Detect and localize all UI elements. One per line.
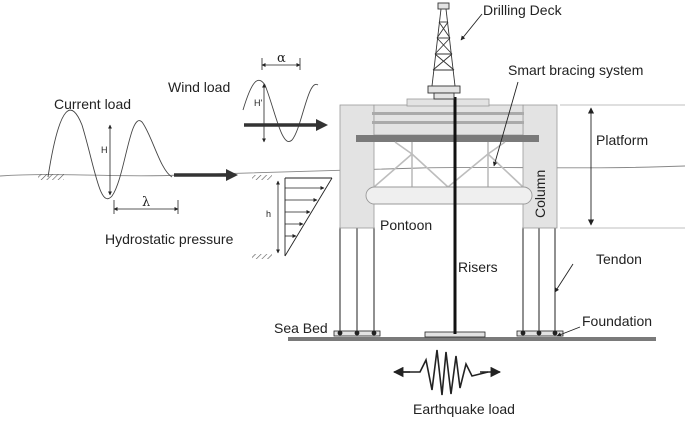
risers-label: Risers bbox=[458, 259, 498, 275]
derrick bbox=[427, 2, 461, 100]
tendon-label: Tendon bbox=[596, 251, 642, 267]
pontoon-label: Pontoon bbox=[380, 217, 432, 233]
current-wave bbox=[38, 109, 238, 214]
hydrostatic-diagram bbox=[252, 175, 333, 259]
pontoon bbox=[365, 186, 533, 205]
column-right bbox=[522, 104, 558, 229]
leader-lines bbox=[460, 13, 581, 337]
earthquake-load-label: Earthquake load bbox=[413, 401, 515, 417]
wave-height-symbol: H bbox=[101, 145, 108, 155]
foundation-left-anchors bbox=[337, 330, 377, 336]
wind-wave bbox=[242, 58, 328, 143]
wavelength-symbol: λ bbox=[142, 195, 150, 210]
bracing-truss bbox=[373, 141, 524, 188]
h-prime-symbol: H' bbox=[254, 98, 262, 108]
smart-bracing-label: Smart bracing system bbox=[508, 62, 643, 78]
drilling-deck-label: Drilling Deck bbox=[483, 2, 563, 18]
current-load-label: Current load bbox=[54, 96, 131, 112]
platform-dimension bbox=[560, 104, 685, 229]
foundation-right-anchors bbox=[520, 330, 558, 336]
wind-load-label: Wind load bbox=[168, 79, 230, 95]
depth-symbol: h bbox=[266, 209, 271, 219]
earthquake-symbol bbox=[392, 349, 502, 396]
bracing-bar bbox=[356, 135, 539, 142]
sea-bed-label: Sea Bed bbox=[274, 320, 328, 336]
column-left bbox=[339, 104, 375, 229]
foundation-label: Foundation bbox=[582, 313, 652, 329]
deck-band-1 bbox=[372, 112, 524, 115]
sea-bed-line bbox=[288, 337, 656, 341]
deck-top bbox=[406, 98, 490, 107]
tendon-right bbox=[522, 227, 556, 333]
tendon-left bbox=[339, 227, 375, 333]
alpha-symbol: α bbox=[277, 51, 286, 66]
column-label: Column bbox=[532, 170, 548, 218]
deck-band-2 bbox=[372, 121, 524, 124]
deck bbox=[373, 104, 524, 136]
hydrostatic-label: Hydrostatic pressure bbox=[105, 231, 234, 247]
platform-label: Platform bbox=[596, 132, 648, 148]
